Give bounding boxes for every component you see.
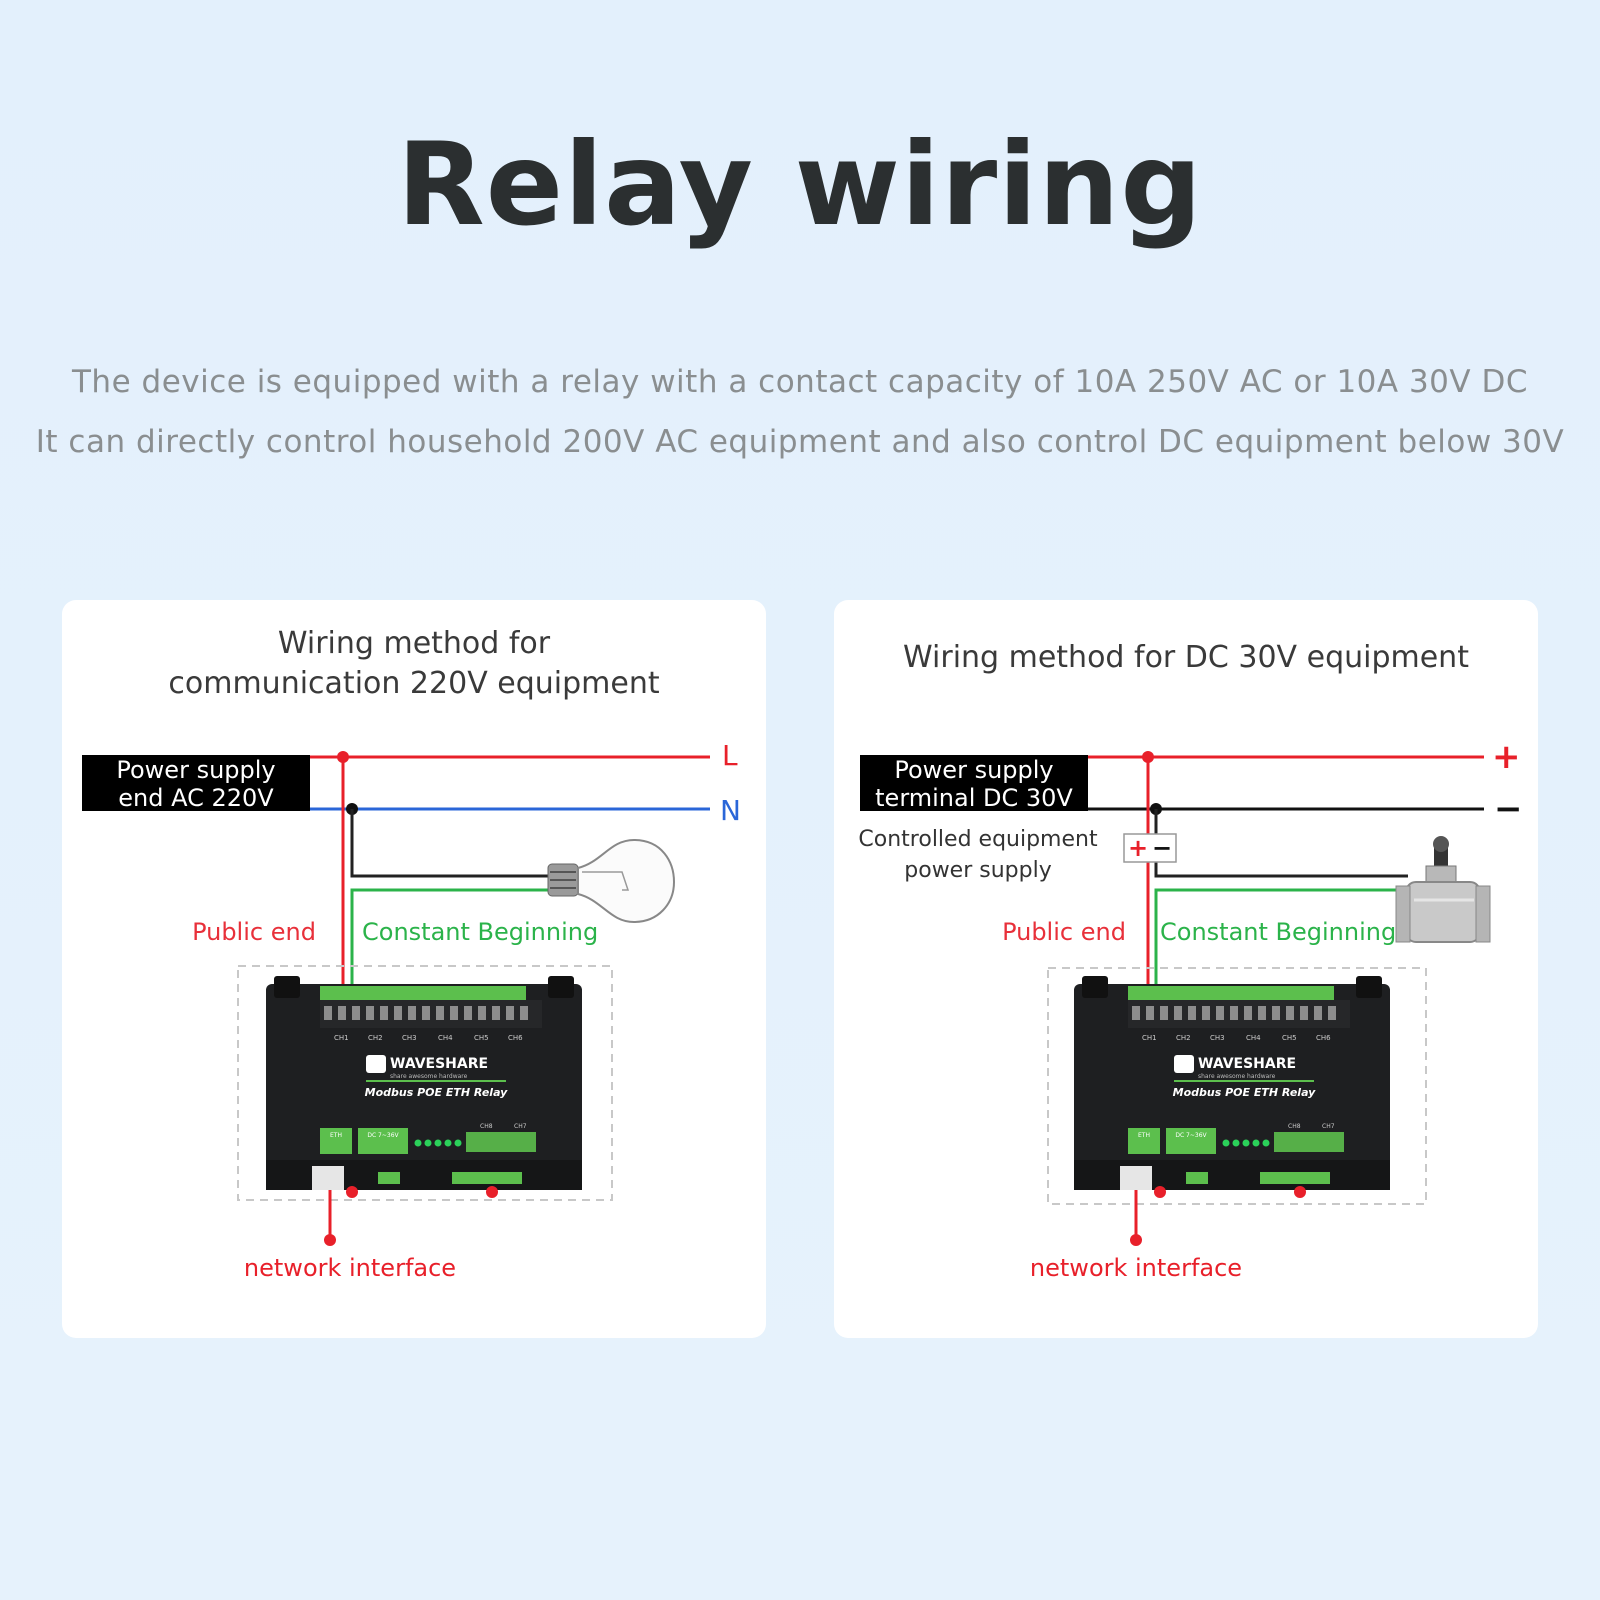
capacity-description: The device is equipped with a relay with… — [72, 364, 1528, 400]
ac-wiring-diagram: Power supply end AC 220V L N Public end … — [82, 739, 741, 1282]
dc-controlled-label-1: Controlled equipment — [858, 827, 1098, 852]
dc-eth-label: ETH — [1138, 1132, 1150, 1139]
ac-brand-icon — [366, 1055, 386, 1073]
ac-ch1: CH1 — [334, 1034, 349, 1042]
dc-top-screws — [1132, 1006, 1336, 1020]
dc-ch4: CH4 — [1246, 1034, 1261, 1042]
ac-relay-device: CH1 CH2 CH3 CH4 CH5 CH6 WAVESHARE share … — [266, 976, 582, 1198]
dc-tagline: share awesome hardware — [1198, 1073, 1276, 1080]
ac-constant-label: Constant Beginning — [362, 918, 598, 946]
ac-dc-label: DC 7~36V — [367, 1132, 399, 1139]
dc-public-end-label: Public end — [1002, 918, 1126, 946]
ac-status-leds — [414, 1139, 462, 1147]
ac-top-screws — [324, 1006, 528, 1020]
ac-supply-label-1: Power supply — [116, 756, 275, 784]
ac-eth-label: ETH — [330, 1132, 342, 1139]
ac-ch3: CH3 — [402, 1034, 417, 1042]
dc-ch6: CH6 — [1316, 1034, 1331, 1042]
ac-ch6: CH6 — [508, 1034, 523, 1042]
ac-live-label: L — [722, 739, 738, 772]
dc-ch2: CH2 — [1176, 1034, 1191, 1042]
dc-device-frame — [1047, 967, 1427, 1205]
ac-ch7: CH7 — [514, 1123, 527, 1130]
dc-minus-label: − — [1494, 789, 1523, 829]
ac-eth-port — [320, 1128, 352, 1154]
ac-rj45-jack — [312, 1166, 344, 1190]
dc-brand: WAVESHARE — [1198, 1056, 1296, 1072]
ac-constant-wire — [350, 888, 562, 986]
dc-wiring-card: Wiring method for DC 30V equipment Power… — [834, 600, 1538, 1338]
dc-dc-port — [1166, 1128, 1216, 1154]
dc-ch8: CH8 — [1288, 1123, 1301, 1130]
dc-controlled-label-2: power supply — [904, 858, 1051, 883]
dc-polarity-box — [1123, 833, 1177, 863]
dc-ch1: CH1 — [1142, 1034, 1157, 1042]
ac-model: Modbus POE ETH Relay — [365, 1086, 509, 1099]
dc-supply-label-2: terminal DC 30V — [875, 784, 1073, 812]
dc-supply-box — [860, 755, 1088, 811]
ac-ch8: CH8 — [480, 1123, 493, 1130]
dc-polarity-plus: + — [1128, 834, 1148, 862]
dc-brand-icon — [1174, 1055, 1194, 1073]
ac-tagline: share awesome hardware — [390, 1073, 468, 1080]
ac-card-title-line1: Wiring method for — [277, 626, 551, 661]
dc-constant-wire — [1154, 888, 1408, 986]
dc-dc-label: DC 7~36V — [1175, 1132, 1207, 1139]
dc-network-label: network interface — [1030, 1254, 1242, 1282]
ac-ch2: CH2 — [368, 1034, 383, 1042]
dc-ch7: CH7 — [1322, 1123, 1335, 1130]
page-title: Relay wiring — [396, 118, 1204, 251]
solenoid-valve-icon — [1395, 836, 1491, 943]
dc-constant-label: Constant Beginning — [1160, 918, 1396, 946]
ac-bulb-neutral-wire — [350, 809, 562, 878]
ac-supply-box — [82, 755, 310, 811]
dc-polarity-minus: − — [1152, 834, 1172, 862]
ac-dc-port — [358, 1128, 408, 1154]
lightbulb-icon — [547, 838, 676, 924]
dc-valve-neutral-wire — [1154, 809, 1408, 878]
ac-network-label: network interface — [244, 1254, 456, 1282]
dc-supply-label-1: Power supply — [894, 756, 1053, 784]
dc-rj45-jack — [1120, 1166, 1152, 1190]
dc-relay-device: CH1 CH2 CH3 CH4 CH5 CH6 WAVESHARE share … — [1074, 976, 1390, 1198]
ac-brand: WAVESHARE — [390, 1056, 488, 1072]
dc-model: Modbus POE ETH Relay — [1173, 1086, 1317, 1099]
dc-card-title: Wiring method for DC 30V equipment — [903, 640, 1469, 675]
ac-neutral-label: N — [720, 794, 741, 827]
dc-plus-label: + — [1492, 737, 1521, 777]
ac-device-frame — [237, 965, 613, 1201]
ac-card-title-line2: communication 220V equipment — [168, 666, 660, 701]
dc-status-leds — [1222, 1139, 1270, 1147]
dc-wiring-diagram: Power supply terminal DC 30V + − + − Con… — [858, 737, 1523, 1282]
ac-ch4: CH4 — [438, 1034, 453, 1042]
ac-wiring-card: Wiring method for communication 220V equ… — [62, 600, 766, 1338]
dc-ch3: CH3 — [1210, 1034, 1225, 1042]
control-description: It can directly control household 200V A… — [35, 424, 1565, 460]
ac-public-end-label: Public end — [192, 918, 316, 946]
ac-supply-label-2: end AC 220V — [118, 784, 274, 812]
dc-ch5: CH5 — [1282, 1034, 1297, 1042]
ac-ch5: CH5 — [474, 1034, 489, 1042]
dc-eth-port — [1128, 1128, 1160, 1154]
